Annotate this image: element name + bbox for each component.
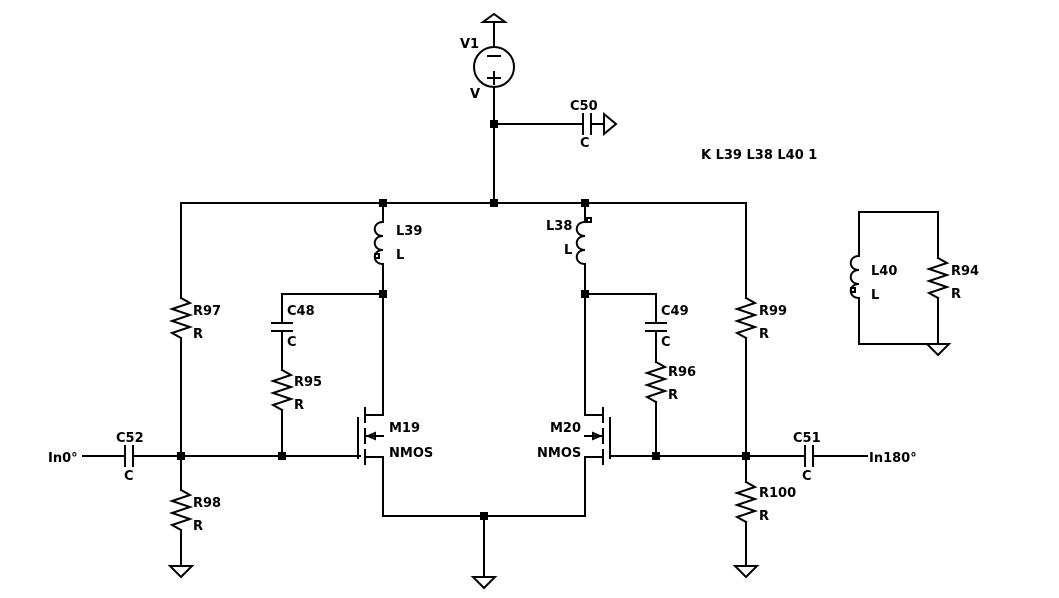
l40-value: L xyxy=(871,288,879,303)
r98-value: R xyxy=(193,519,203,534)
c49-label: C49 xyxy=(661,304,689,319)
c52-value: C xyxy=(124,469,134,484)
v1-value: V xyxy=(470,87,480,102)
nmos-transistor-m20 xyxy=(584,293,617,517)
l39-label: L39 xyxy=(396,224,422,239)
input-port-in0: In0° xyxy=(48,451,78,466)
c51-label: C51 xyxy=(793,431,821,446)
c51-value: C xyxy=(802,469,812,484)
c50-value: C xyxy=(580,136,590,151)
input-port-in180: In180° xyxy=(869,451,917,466)
r97-label: R97 xyxy=(193,304,221,319)
l38-value: L xyxy=(564,243,572,258)
coupling-directive: K L39 L38 L40 1 xyxy=(701,148,817,163)
r98-label: R98 xyxy=(193,496,221,511)
bias-resistor-r100 xyxy=(732,455,760,579)
l38-label: L38 xyxy=(546,219,572,234)
supply-voltage-source-v1 xyxy=(473,12,515,203)
l39-value: L xyxy=(396,248,404,263)
coupled-load-tank xyxy=(849,211,952,357)
m19-value: NMOS xyxy=(389,446,433,461)
r100-label: R100 xyxy=(759,486,796,501)
r95-value: R xyxy=(294,398,304,413)
r94-label: R94 xyxy=(951,264,979,279)
r100-value: R xyxy=(759,509,769,524)
c48-label: C48 xyxy=(287,304,315,319)
v1-label: V1 xyxy=(460,37,479,52)
inductor-l39 xyxy=(373,202,385,295)
r94-value: R xyxy=(951,287,961,302)
inductor-l38 xyxy=(575,202,592,295)
bias-resistor-r97 xyxy=(168,202,194,457)
r96-label: R96 xyxy=(668,365,696,380)
bias-resistor-r99 xyxy=(733,202,759,457)
m20-value: NMOS xyxy=(537,446,581,461)
input-coupling-capacitor-c51 xyxy=(804,445,868,467)
common-source-node xyxy=(382,515,586,590)
m20-label: M20 xyxy=(550,421,581,436)
c48-value: C xyxy=(287,335,297,350)
decoupling-capacitor-c50 xyxy=(493,111,618,137)
r95-label: R95 xyxy=(294,375,322,390)
c50-label: C50 xyxy=(570,99,598,114)
input-coupling-capacitor-c52 xyxy=(82,445,182,467)
c52-label: C52 xyxy=(116,431,144,446)
feedback-network-left xyxy=(269,293,384,457)
l40-label: L40 xyxy=(871,264,897,279)
feedback-network-right xyxy=(584,293,669,457)
r99-label: R99 xyxy=(759,304,787,319)
r99-value: R xyxy=(759,327,769,342)
m19-label: M19 xyxy=(389,421,420,436)
r96-value: R xyxy=(668,388,678,403)
bias-resistor-r98 xyxy=(167,455,195,579)
r97-value: R xyxy=(193,327,203,342)
nmos-transistor-m19 xyxy=(351,293,384,517)
junction-dots xyxy=(177,120,750,520)
c49-value: C xyxy=(661,335,671,350)
